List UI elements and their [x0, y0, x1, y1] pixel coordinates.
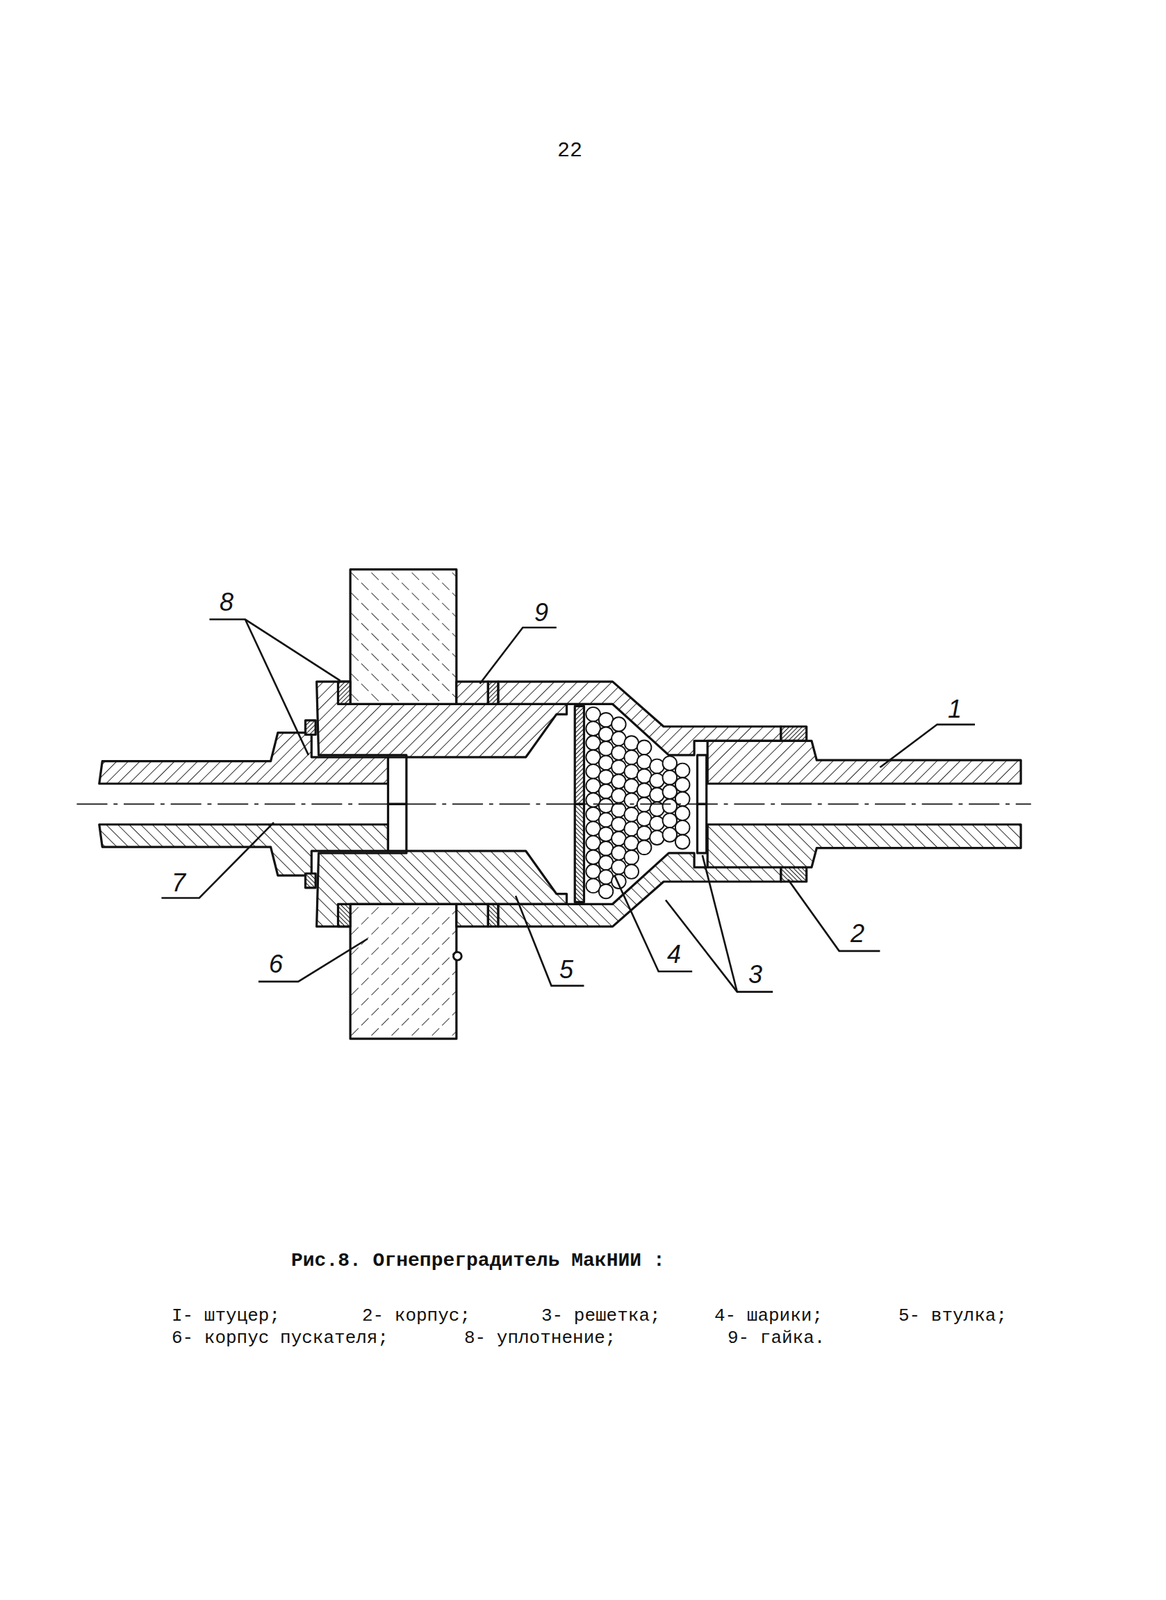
ball: [637, 840, 652, 856]
part-list-item: 5- втулка;: [898, 1306, 1007, 1327]
leader-lines: [161, 619, 975, 993]
ball: [675, 777, 691, 793]
lower-half: [99, 803, 1021, 1039]
ball: [623, 850, 639, 866]
part-list-item: 2- корпус;: [362, 1306, 471, 1327]
callout-number: 2: [850, 920, 865, 948]
ball: [662, 799, 678, 814]
ball: [675, 763, 691, 779]
part-list-item: I- штуцер;: [171, 1306, 281, 1327]
ball: [675, 834, 691, 850]
ball: [649, 830, 665, 845]
callout-number: 1: [947, 695, 962, 724]
figure-caption: Рис.8. Огнепреградитель МакНИИ :: [291, 1250, 665, 1273]
ball: [623, 864, 639, 880]
part-list-item: 4- шарики;: [714, 1306, 823, 1327]
ball: [611, 717, 627, 732]
ball: [662, 770, 678, 786]
mark-dot: [453, 951, 462, 961]
part-list-item: 3- решетка;: [541, 1306, 661, 1327]
upper-half: [99, 569, 1021, 805]
callout-number: 8: [219, 588, 234, 617]
ball: [637, 740, 652, 756]
ball: [662, 784, 678, 800]
ball: [662, 813, 678, 829]
part-list-item: 6- корпус пускателя;: [171, 1328, 389, 1349]
balls-4: [585, 707, 690, 899]
centerline: [77, 803, 1032, 805]
part-list-item: 8- уплотнение;: [464, 1328, 616, 1349]
ball: [649, 816, 665, 832]
callout-number: 6: [268, 950, 283, 979]
ball: [649, 773, 665, 788]
ball: [649, 787, 665, 803]
callout-number: 7: [171, 869, 186, 898]
ball: [675, 820, 691, 836]
callout-number: 5: [559, 956, 574, 984]
callout-number: 9: [534, 598, 549, 627]
ball: [649, 759, 665, 775]
ball: [662, 827, 678, 843]
ball: [662, 756, 678, 771]
part-list-item: 9- гайка.: [727, 1328, 825, 1349]
callout-number: 3: [748, 961, 763, 989]
ball: [675, 806, 691, 821]
callout-number: 4: [667, 940, 681, 969]
ball: [598, 884, 614, 900]
page-number: 22: [557, 139, 583, 163]
